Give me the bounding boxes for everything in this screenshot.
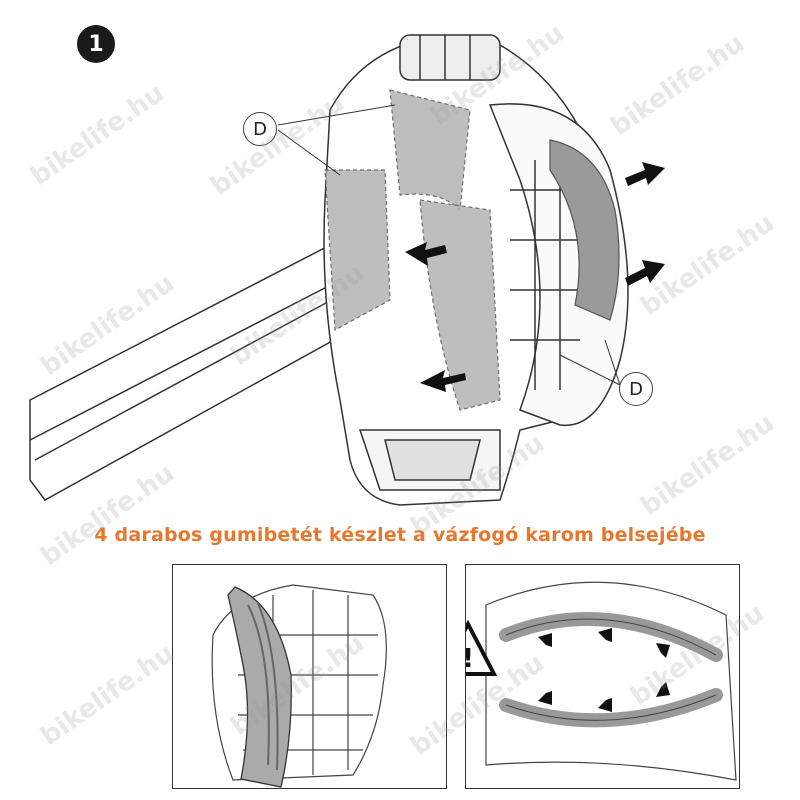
- arrows-group: [405, 162, 665, 392]
- arrow-out-left-lower-icon: [420, 370, 466, 392]
- detail-panel-pad-pressure: !: [465, 564, 740, 789]
- arrow-out-right-upper-icon: [625, 162, 665, 186]
- callout-leaders: [277, 104, 621, 386]
- callout-d-top: D: [243, 112, 277, 146]
- callout-d-bottom: D: [619, 372, 653, 406]
- pad-pressure-illustration: [485, 581, 737, 781]
- step-number-badge: 1: [77, 25, 115, 63]
- rubber-pads: [324, 89, 620, 411]
- arrow-out-left-upper-icon: [405, 242, 447, 266]
- warning-triangle-icon: !: [465, 620, 498, 676]
- caption-text: 4 darabos gumibetét készlet a vázfogó ka…: [94, 524, 706, 546]
- pad-insert-illustration: [211, 584, 387, 788]
- svg-text:!: !: [465, 644, 474, 674]
- arrow-out-right-lower-icon: [625, 260, 665, 286]
- detail-panel-pad-insert: [172, 564, 447, 789]
